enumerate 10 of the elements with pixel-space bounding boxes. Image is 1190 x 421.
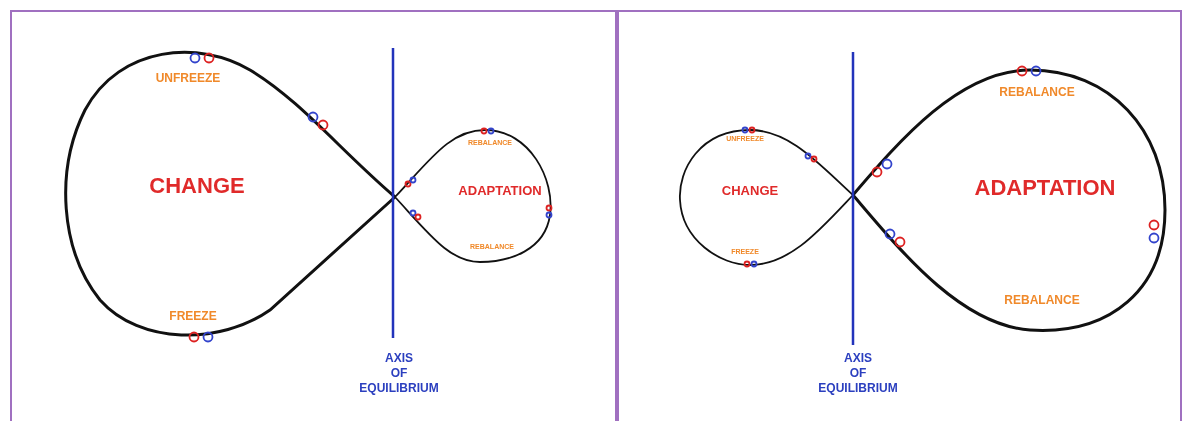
stage-label: REBALANCE <box>1004 292 1080 308</box>
stage-label: REBALANCE <box>999 84 1075 100</box>
phase-label: CHANGE <box>721 182 779 200</box>
axis-label: AXIS OF EQUILIBRIUM <box>818 350 898 396</box>
stage-label: FREEZE <box>169 308 217 324</box>
phase-label: CHANGE <box>149 172 245 200</box>
axis-label: AXIS OF EQUILIBRIUM <box>359 350 439 396</box>
stage-label: UNFREEZE <box>155 70 221 86</box>
phase-label: ADAPTATION <box>974 174 1116 202</box>
phase-label: ADAPTATION <box>458 182 542 200</box>
